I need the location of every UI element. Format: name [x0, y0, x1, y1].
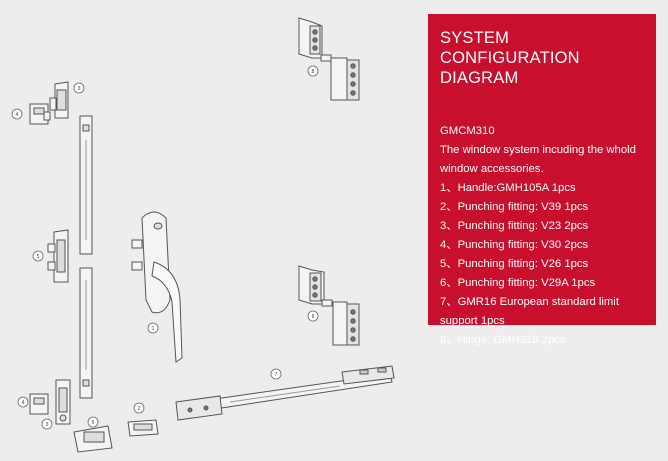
callout-8-middle: 8 — [312, 314, 315, 320]
fitting-3-top — [49, 81, 69, 119]
callout-3-bottom: 3 — [46, 422, 49, 428]
list-item: 2、Punching fitting: V39 1pcs — [440, 201, 589, 213]
callout-5: 5 — [37, 254, 40, 260]
fitting-4-top — [29, 103, 51, 125]
list-item: 8、Hinge: GMH318 2pcs — [440, 334, 566, 346]
callout-3-top: 3 — [78, 86, 81, 92]
list-item: 7、GMR16 European standard limit support … — [440, 296, 619, 327]
callout-4-bottom: 4 — [22, 400, 25, 406]
fitting-3-bottom — [55, 379, 71, 425]
hinge-middle — [298, 265, 360, 346]
fitting-5 — [47, 229, 69, 283]
hinge-top — [298, 17, 360, 101]
panel-title: SYSTEM CONFIGURATION DIAGRAM — [440, 28, 646, 88]
list-item: 1、Handle:GMH105A 1pcs — [440, 182, 576, 194]
vertical-bar-lower — [79, 267, 93, 399]
callout-4-top: 4 — [16, 112, 19, 118]
panel-body: GMCM310 The window system incuding the w… — [440, 122, 646, 350]
vertical-bar-upper — [79, 115, 93, 255]
limit-support — [175, 365, 395, 421]
fitting-4-bottom — [29, 393, 49, 415]
fitting-2 — [127, 419, 159, 437]
list-item: 5、Punching fitting: V26 1pcs — [440, 258, 589, 270]
model-number: GMCM310 — [440, 125, 495, 137]
handle — [131, 211, 183, 363]
list-item: 4、Punching fitting: V30 2pcs — [440, 239, 589, 251]
list-item: 3、Punching fitting: V23 2pcs — [440, 220, 589, 232]
callout-8-top: 8 — [312, 69, 315, 75]
configuration-panel: SYSTEM CONFIGURATION DIAGRAM GMCM310 The… — [428, 14, 656, 346]
panel-title-line2: DIAGRAM — [440, 69, 519, 87]
panel-title-line1: SYSTEM CONFIGURATION — [440, 29, 580, 67]
fitting-6 — [73, 425, 113, 453]
callout-2: 2 — [138, 406, 141, 412]
callout-6: 6 — [92, 420, 95, 426]
callout-7: 7 — [275, 372, 278, 378]
callout-1: 1 — [152, 326, 155, 332]
list-item: 6、Punching fitting: V29A 1pcs — [440, 277, 596, 289]
intro-text: The window system incuding the whold win… — [440, 144, 636, 175]
